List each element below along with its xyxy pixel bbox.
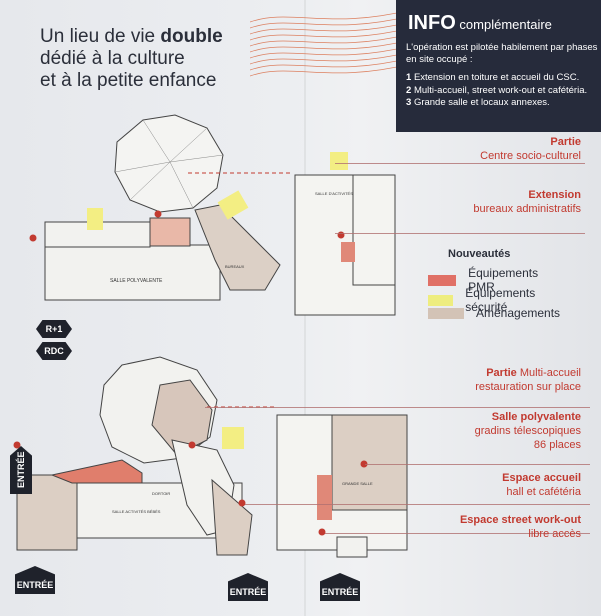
info-steps: 1 Extension en toiture et accueil du CSC… bbox=[406, 72, 587, 110]
entrance-marker-1: ENTRÉE bbox=[15, 566, 55, 594]
info-title-bold: INFO bbox=[408, 12, 456, 34]
floor-plan-ground: SALLE ACTIVITÉS BÉBÉS GRANDE SALLE DORTO… bbox=[13, 356, 408, 558]
info-title: INFO complémentaire bbox=[408, 12, 552, 35]
title-emphasis: double bbox=[160, 26, 223, 47]
info-step: 3 Grande salle et locaux annexes. bbox=[406, 97, 550, 108]
callout-line bbox=[245, 504, 590, 505]
legend: Nouveautés Équipements PMR Équipements s… bbox=[428, 248, 560, 320]
callout-line bbox=[335, 163, 585, 164]
title-line3: et à la petite enfance bbox=[40, 70, 217, 91]
title-line1-start: Un lieu de vie bbox=[40, 26, 161, 47]
callout-line bbox=[335, 233, 585, 234]
legend-swatch bbox=[428, 307, 464, 319]
entrance-marker-3: ENTRÉE bbox=[320, 573, 360, 601]
floor-badge-rdc[interactable]: RDC bbox=[36, 342, 72, 360]
info-step: 1 Extension en toiture et accueil du CSC… bbox=[406, 72, 580, 83]
room-label: SALLE POLYVALENTE bbox=[110, 278, 163, 284]
callout-line bbox=[365, 464, 590, 465]
legend-item-pmr: Équipements PMR bbox=[428, 266, 546, 294]
room-label: BUREAUX bbox=[225, 264, 245, 269]
info-step: 2 Multi-accueil, street work-out et café… bbox=[406, 84, 588, 96]
callout-line bbox=[205, 407, 590, 408]
floor-plan-upper: SALLE POLYVALENTE BUREAUX SALLE D'ACTIVI… bbox=[29, 114, 396, 316]
room-label: GRANDE SALLE bbox=[342, 481, 373, 486]
room-label: SALLE ACTIVITÉS BÉBÉS bbox=[112, 509, 161, 514]
legend-swatch bbox=[428, 294, 454, 306]
floor-badge-r1[interactable]: R+1 bbox=[36, 320, 72, 338]
legend-item-amenagements: Aménagements bbox=[428, 306, 560, 320]
room-label: SALLE D'ACTIVITÉS bbox=[315, 191, 353, 196]
page-title: Un lieu de vie double dédié à la culture… bbox=[40, 26, 223, 92]
legend-swatch bbox=[428, 274, 457, 286]
legend-item-securite: Équipements sécurité bbox=[428, 286, 546, 314]
callout-line bbox=[325, 533, 590, 534]
legend-title: Nouveautés bbox=[448, 248, 511, 260]
decorative-waves bbox=[250, 9, 410, 77]
room-label: DORTOIR bbox=[152, 491, 170, 496]
entrance-marker-west: ENTRÉE bbox=[10, 446, 32, 494]
info-box: INFO complémentaire L'opération est pilo… bbox=[396, 0, 601, 132]
entrance-marker-2: ENTRÉE bbox=[228, 573, 268, 601]
title-line2: dédié à la culture bbox=[40, 48, 185, 69]
info-title-rest: complémentaire bbox=[459, 17, 552, 32]
info-intro: L'opération est pilotée habilement par p… bbox=[406, 42, 598, 65]
